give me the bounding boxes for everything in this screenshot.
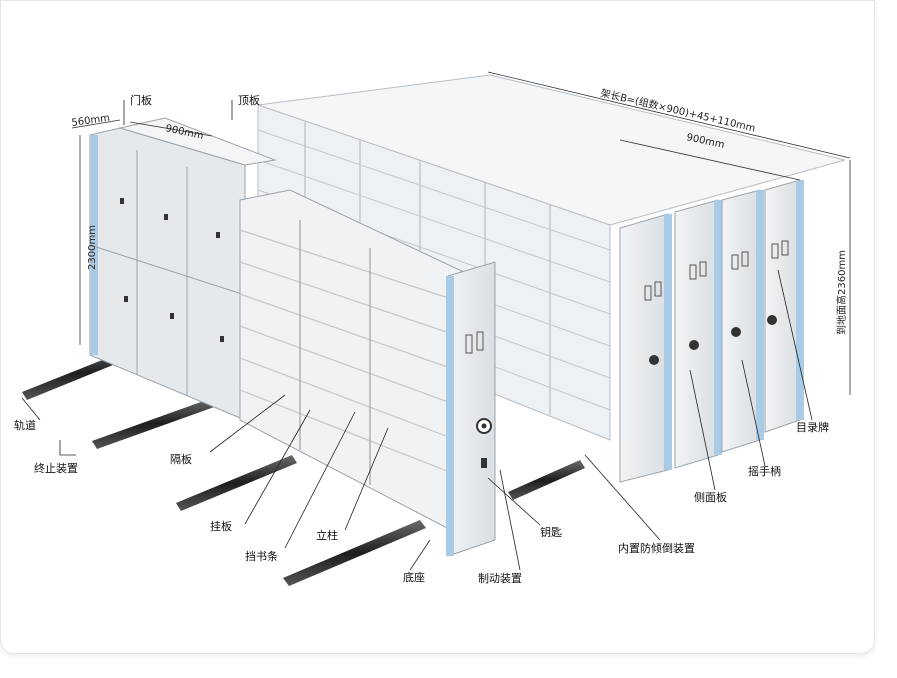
- right-end-panels: [619, 179, 804, 483]
- label-key: 钥匙: [540, 525, 562, 539]
- end-panel-4: [764, 179, 804, 433]
- rail-3: [176, 455, 297, 511]
- rails: [22, 345, 585, 586]
- rail-2: [92, 398, 217, 449]
- dim-depth: 560mm: [71, 113, 111, 129]
- label-upright: 立柱: [316, 528, 338, 542]
- label-rail: 轨道: [14, 418, 36, 432]
- end-panel-1: [619, 213, 672, 483]
- label-side-panel: 侧面板: [694, 490, 727, 504]
- dimension-lines: [71, 71, 851, 395]
- label-door-panel: 门板: [130, 93, 152, 107]
- label-top-panel: 顶板: [238, 93, 260, 107]
- label-partition: 隔板: [170, 452, 192, 466]
- rail-5: [508, 460, 585, 500]
- label-book-stop: 挡书条: [245, 549, 278, 563]
- label-base: 底座: [403, 570, 425, 584]
- leader-lines: [21, 100, 813, 571]
- label-catalog-plate: 目录牌: [796, 420, 829, 434]
- end-panel-2: [674, 199, 722, 469]
- dim-height-right: 到地面高2360mm: [835, 250, 848, 335]
- label-hanging-panel: 挂板: [210, 519, 232, 533]
- door-locks: [120, 198, 224, 342]
- label-anti-tilt: 内置防倾倒装置: [618, 541, 695, 555]
- left-cabinets: [89, 117, 277, 421]
- label-crank-handle: 摇手柄: [748, 464, 781, 478]
- label-brake: 制动装置: [478, 572, 522, 585]
- rail-4: [283, 520, 426, 586]
- front-shelving-unit: [239, 189, 496, 557]
- end-panel-3: [721, 189, 764, 453]
- dim-height-left: 2300mm: [87, 225, 98, 270]
- label-stop-device: 终止装置: [34, 461, 78, 475]
